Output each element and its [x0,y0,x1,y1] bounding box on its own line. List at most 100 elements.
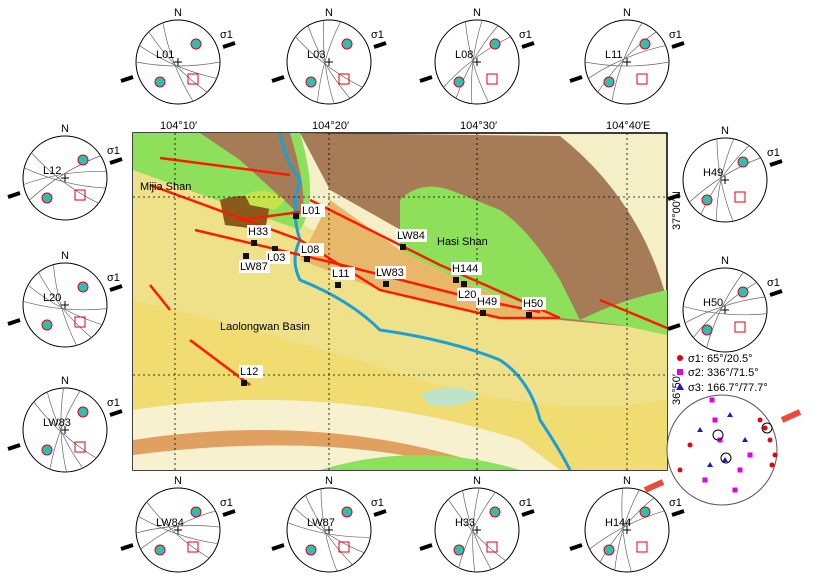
coordinate-labels: 104°10′ 104°20′ 104°30′ 104°40′E 37°00′N… [160,120,683,405]
sigma2-point [74,441,86,453]
sigma1-point [639,506,651,518]
fault-plane-trace [584,61,670,67]
site-marker[interactable] [480,310,486,316]
sigma2-data-point [712,417,718,423]
sigma2-point [187,73,199,85]
sigma2-point [734,191,746,203]
sigma3-point [154,544,166,556]
center-cross-icon [61,301,69,309]
lat-label: 37°00′N [671,191,683,230]
sigma1-arrow-icon [569,75,583,83]
north-label: N [325,7,333,19]
sigma1-label: σ1 [107,145,120,157]
site-label-bg [396,229,427,242]
sigma1-label: σ1 [220,497,233,509]
sigma1-label: σ1 [767,277,780,289]
north-label: N [61,123,69,135]
summary-net-circle [666,394,778,506]
north-label: N [61,250,69,262]
net-label: L12 [43,165,61,177]
north-label: N [721,125,729,137]
center-cross-icon [721,306,729,314]
sigma1-arrow-icon [373,509,387,517]
sigma1-point [489,38,501,50]
site-marker[interactable] [293,213,299,219]
site-label: LW83 [376,267,404,279]
sigma2-point [734,321,746,333]
site-marker[interactable] [383,281,389,287]
sigma3-data-point [707,462,713,467]
sigma3-data-point [722,457,728,462]
site-label-bg [331,267,355,280]
compression-arrow-icon [643,479,665,493]
site-marker[interactable] [400,244,406,250]
site-label-bg [266,251,290,264]
center-cross-icon [174,526,182,534]
fault-plane-trace [162,22,194,102]
site-label: L08 [301,244,319,256]
map: Mijia Shan Hasi Shan Laolongwan Basin L0… [132,132,668,471]
net-label: LW87 [307,517,335,529]
fault-plane-trace [136,525,220,534]
site-marker[interactable] [243,253,249,259]
sigma1-point [190,506,202,518]
site-marker[interactable] [453,277,459,283]
sigma2-point [74,316,86,328]
sigma1-data-point [687,442,693,448]
site-marker[interactable] [272,246,278,252]
north-label: N [325,475,333,487]
sigma2-legend: σ2: 336°/71.5° [688,367,759,379]
sigma1-label: σ1 [669,29,682,41]
fault-plane-trace [146,501,210,559]
sigma1-arrow-icon [667,323,681,331]
north-label: N [174,475,182,487]
sigma2-point [74,189,86,201]
site-label: H144 [452,263,478,275]
site-marker[interactable] [461,281,467,287]
lon-label: 104°30′ [460,120,497,132]
unit-orange-band [133,430,500,470]
site-label: L03 [267,252,285,264]
sigma1-point [77,281,89,293]
site-marker[interactable] [241,380,247,386]
fault-plane-trace [683,306,767,316]
sigma1-arrow-icon [109,409,123,417]
site-label-bg [476,295,500,308]
sigma3-mean [720,452,732,464]
sigma1-arrow-icon [222,509,236,517]
center-cross-icon [174,58,182,66]
unit-lime [245,191,285,210]
unit-brown-w [200,133,304,215]
summary-stereonet: σ1: 65°/20.5° σ2: 336°/71.5° σ3: 166.7°/… [643,353,802,506]
site-label: L20 [458,289,476,301]
sigma1-arrow-icon [222,41,236,49]
fault-plane-trace [458,492,496,568]
sigma2-data-point [747,452,753,458]
sigma1-point [341,38,353,50]
site-marker[interactable] [251,240,257,246]
net-label: L01 [156,49,174,61]
north-label: N [174,7,182,19]
fault-plane-trace [320,488,338,572]
center-cross-icon [623,526,631,534]
site-marker[interactable] [335,282,341,288]
unit-green-south [320,455,520,470]
fault-plane-trace [317,21,341,103]
fault-plane-trace [443,36,511,88]
sigma1-arrow-icon [271,543,285,551]
sigma1-arrow-icon [769,289,783,297]
sigma3-data-point [697,427,703,432]
sigma1-data-point [762,425,768,431]
sigma1-arrow-icon [671,41,685,49]
sigma1-point [737,286,749,298]
site-marker[interactable] [304,256,310,262]
north-label: N [623,7,631,19]
sigma2-point [338,73,350,85]
sigma1-arrow-icon [671,509,685,517]
sigma3-point [41,444,53,456]
site-marker[interactable] [526,312,532,318]
